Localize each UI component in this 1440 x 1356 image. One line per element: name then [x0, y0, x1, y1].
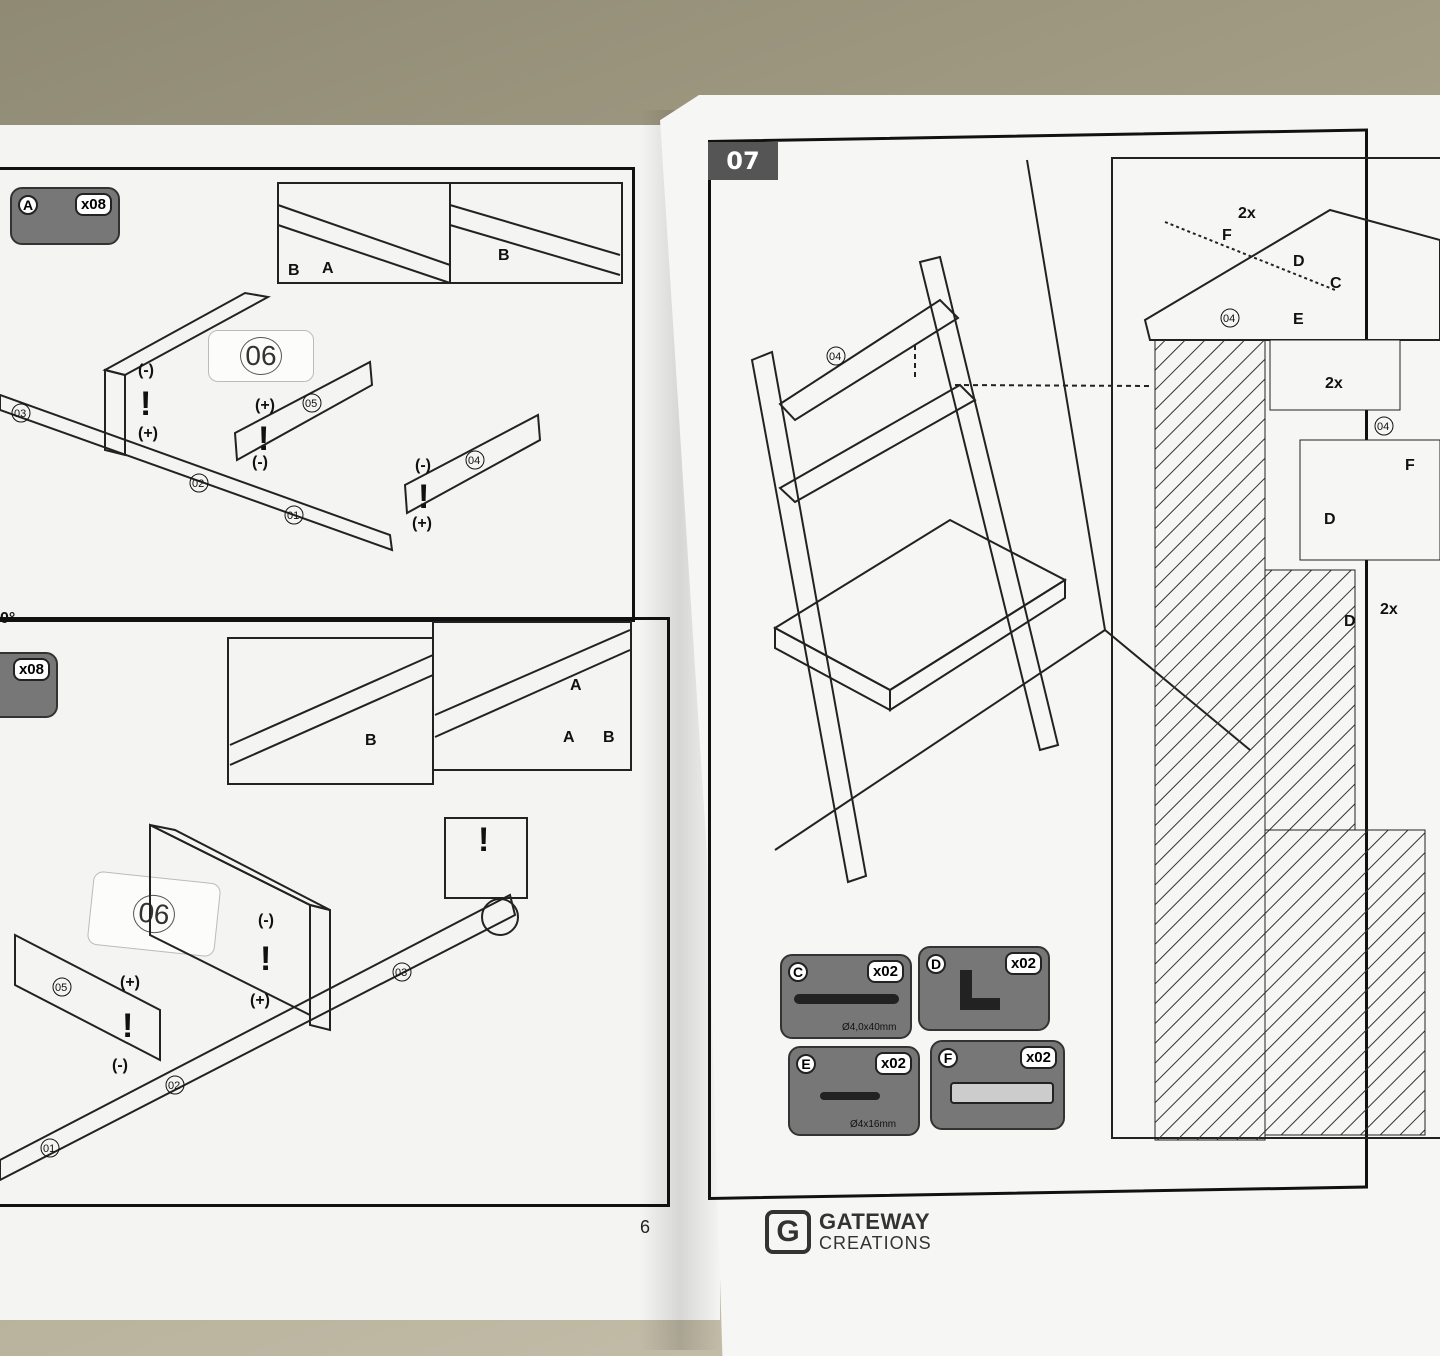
svg-text:A: A — [563, 729, 575, 746]
svg-text:(-): (-) — [415, 457, 431, 474]
svg-text:0°: 0° — [0, 610, 15, 627]
svg-text:(-): (-) — [252, 454, 268, 471]
hardware-d-badge: D x02 — [918, 946, 1050, 1031]
brand-mark-icon: G — [765, 1210, 811, 1254]
svg-text:!: ! — [260, 940, 271, 978]
svg-text:!: ! — [258, 420, 269, 458]
svg-text:01: 01 — [43, 1143, 55, 1155]
page-number: 6 — [640, 1217, 650, 1238]
svg-text:(-): (-) — [258, 912, 274, 929]
part-label-06: 06 — [208, 330, 314, 382]
hardware-a-badge: A x08 — [10, 187, 120, 245]
svg-text:D: D — [1324, 511, 1336, 528]
svg-text:2x: 2x — [1380, 601, 1398, 618]
svg-text:A: A — [570, 677, 582, 694]
svg-text:D: D — [1344, 613, 1356, 630]
svg-text:(+): (+) — [255, 397, 275, 414]
hardware-qty: x08 — [74, 193, 112, 216]
svg-text:!: ! — [122, 1007, 133, 1045]
svg-text:2x: 2x — [1325, 375, 1343, 392]
hardware-a-badge-bottom: x08 — [0, 652, 58, 718]
svg-text:2x: 2x — [1238, 205, 1256, 222]
bracket-icon — [960, 970, 1000, 1010]
step-number-badge: 07 — [708, 142, 778, 180]
svg-text:A: A — [322, 260, 334, 277]
svg-text:05: 05 — [305, 398, 317, 410]
brand-name: GATEWAY — [819, 1208, 931, 1234]
svg-text:!: ! — [140, 385, 151, 423]
svg-text:(+): (+) — [138, 425, 158, 442]
svg-text:!: ! — [418, 478, 429, 516]
left-page: A x08 x08 06 06 — [0, 125, 720, 1320]
svg-text:04: 04 — [1377, 421, 1389, 433]
screw-icon — [794, 994, 899, 1004]
hardware-f-badge: F x02 — [930, 1040, 1065, 1130]
svg-text:02: 02 — [192, 478, 204, 490]
svg-text:B: B — [288, 262, 300, 279]
svg-text:!: ! — [478, 821, 489, 859]
svg-text:01: 01 — [287, 510, 299, 522]
hardware-c-badge: C x02 Ø4,0x40mm — [780, 954, 912, 1039]
svg-text:03: 03 — [14, 408, 26, 420]
brand-logo: G GATEWAY CREATIONS — [765, 1210, 932, 1254]
hardware-qty: x08 — [12, 658, 50, 681]
svg-text:(+): (+) — [250, 992, 270, 1009]
svg-text:D: D — [1293, 253, 1305, 270]
short-screw-icon — [820, 1092, 880, 1100]
hardware-e-badge: E x02 Ø4x16mm — [788, 1046, 920, 1136]
step-frame-bottom — [0, 617, 670, 1207]
svg-text:B: B — [498, 247, 510, 264]
svg-text:B: B — [365, 732, 377, 749]
svg-text:04: 04 — [829, 351, 841, 363]
svg-text:B: B — [603, 729, 615, 746]
hardware-id: A — [18, 195, 38, 215]
svg-text:04: 04 — [468, 455, 480, 467]
svg-text:05: 05 — [55, 982, 67, 994]
svg-text:(+): (+) — [412, 515, 432, 532]
svg-text:03: 03 — [395, 967, 407, 979]
svg-text:E: E — [1293, 311, 1304, 328]
brand-sub: CREATIONS — [819, 1232, 932, 1253]
svg-text:C: C — [1330, 275, 1342, 292]
svg-text:(-): (-) — [112, 1057, 128, 1074]
svg-text:(-): (-) — [138, 362, 154, 379]
svg-text:02: 02 — [168, 1080, 180, 1092]
step-frame-top — [0, 167, 635, 622]
wall-plug-icon — [950, 1082, 1054, 1104]
svg-text:F: F — [1405, 457, 1415, 474]
svg-text:F: F — [1222, 227, 1232, 244]
svg-text:(+): (+) — [120, 974, 140, 991]
assembly-diagram-left: (-) (+) (+) (-) (-) (+) (-) (+) (+) (-) … — [0, 182, 632, 1182]
svg-text:04: 04 — [1223, 313, 1235, 325]
